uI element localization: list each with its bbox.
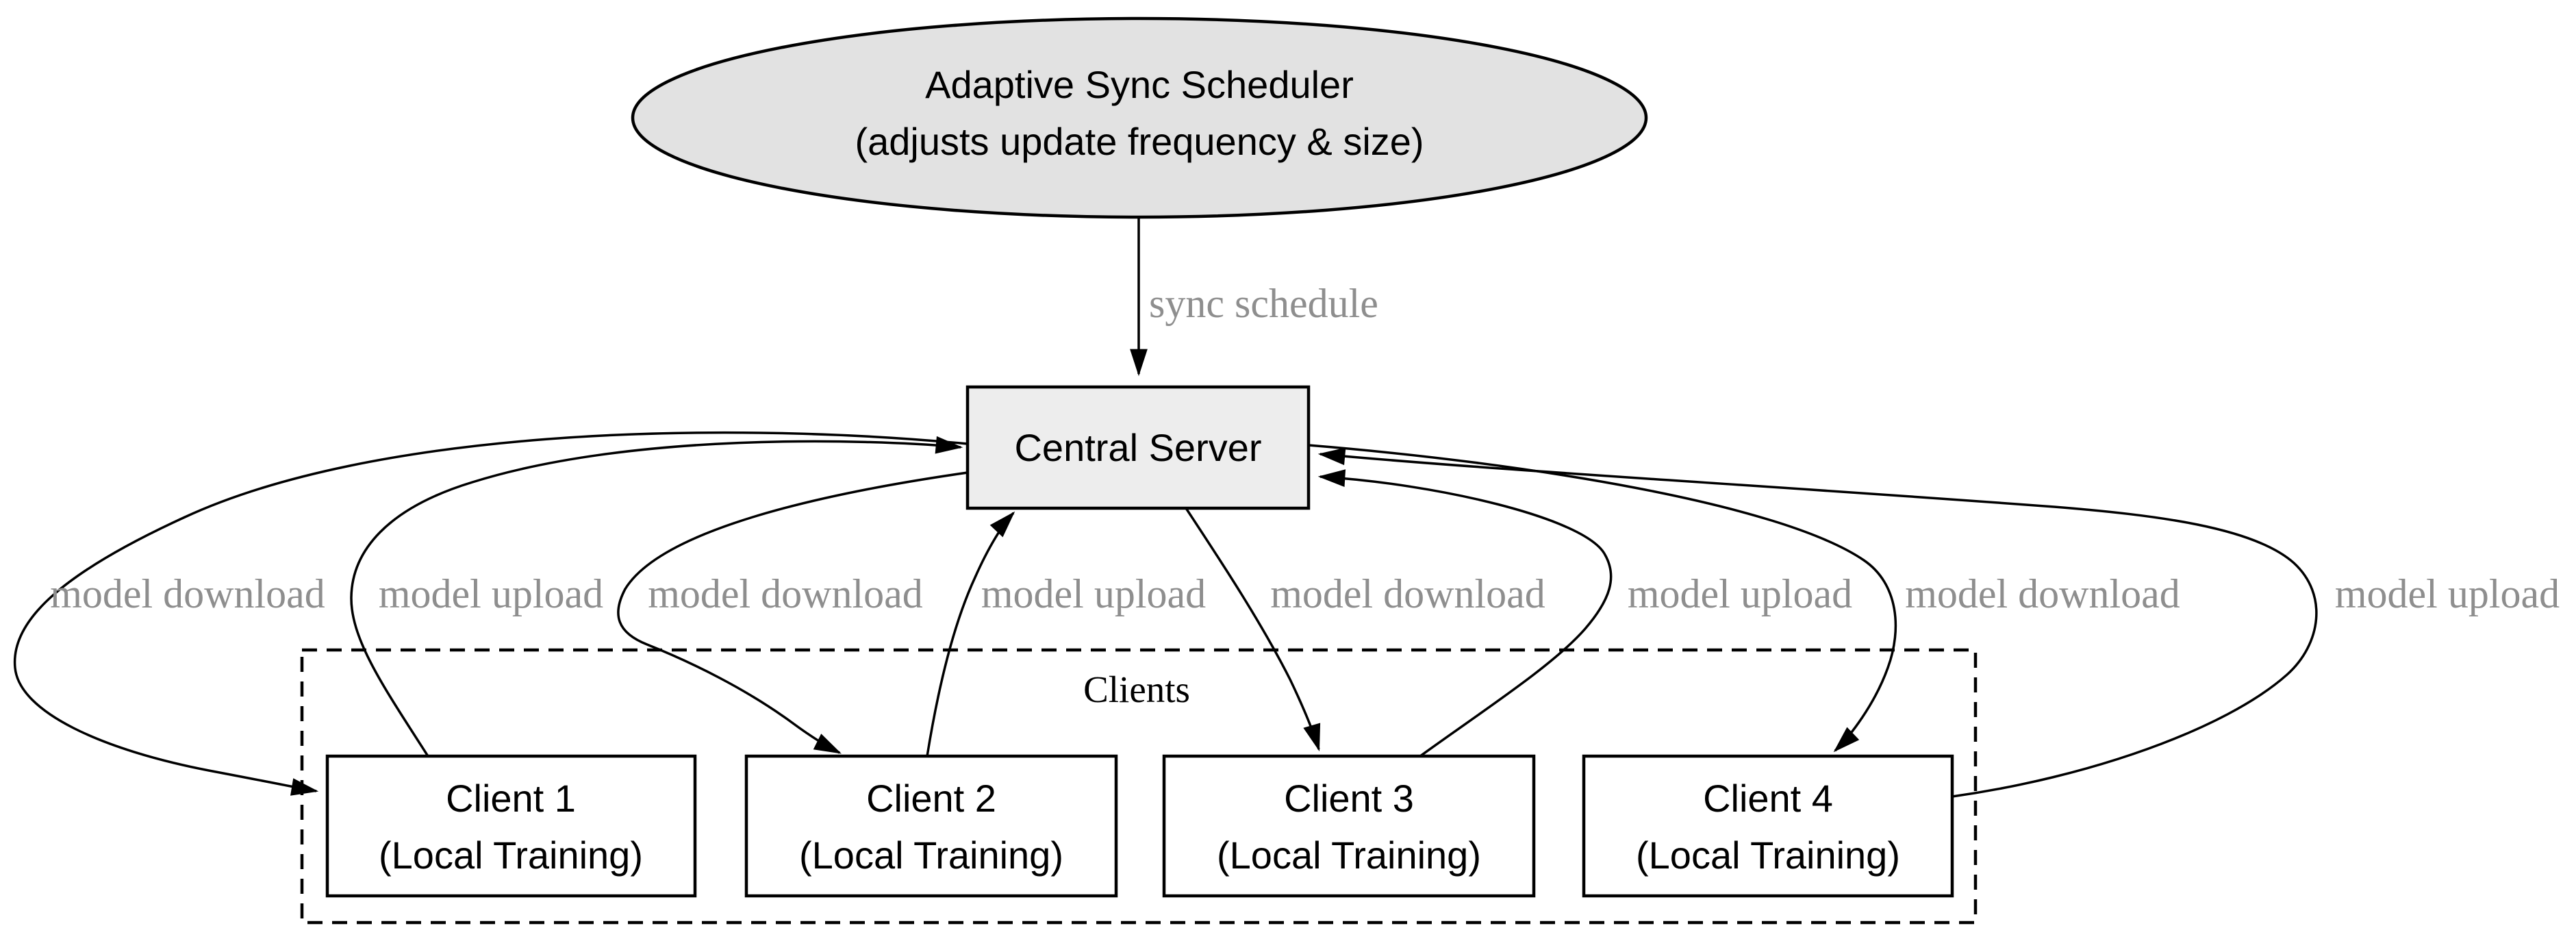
edge-server-to-client4-download <box>1308 444 1897 753</box>
clients-cluster: Clients <box>300 648 1978 925</box>
edge-label-model-upload-2: model upload <box>981 571 1206 616</box>
edge-label-model-download-3: model download <box>1270 571 1545 616</box>
client-2-name: Client 2 <box>866 777 996 820</box>
client-1-box <box>325 754 697 898</box>
edge-client3-to-server-upload <box>1317 469 1613 758</box>
client-4-subtitle: (Local Training) <box>1636 834 1900 877</box>
scheduler-label-line2: (adjusts update frequency & size) <box>855 120 1424 163</box>
edge-client2-to-server-upload <box>926 511 1015 757</box>
client-4-node: Client 4 (Local Training) <box>1582 754 1954 898</box>
client-2-node: Client 2 (Local Training) <box>744 754 1118 898</box>
client-3-name: Client 3 <box>1284 777 1414 820</box>
edge-label-model-download-4: model download <box>1905 571 2180 616</box>
client-1-node: Client 1 (Local Training) <box>325 754 697 898</box>
edge-server-to-client2-download <box>617 471 968 754</box>
client-3-subtitle: (Local Training) <box>1217 834 1481 877</box>
edges-layer <box>13 212 2318 798</box>
edge-client4-to-server-upload <box>1317 447 2318 798</box>
client-1-subtitle: (Local Training) <box>379 834 643 877</box>
client-2-box <box>744 754 1118 898</box>
edge-label-sync-schedule: sync schedule <box>1149 281 1378 326</box>
edge-label-model-download-2: model download <box>648 571 923 616</box>
edge-server-to-client3-download <box>1185 508 1321 752</box>
client-1-name: Client 1 <box>446 777 576 820</box>
scheduler-node: Adaptive Sync Scheduler (adjusts update … <box>631 16 1648 219</box>
client-3-node: Client 3 (Local Training) <box>1162 754 1536 898</box>
scheduler-label-line1: Adaptive Sync Scheduler <box>925 63 1354 106</box>
edge-label-model-upload-3: model upload <box>1628 571 1852 616</box>
edge-label-model-download-1: model download <box>50 571 325 616</box>
clients-cluster-label: Clients <box>1083 668 1190 710</box>
scheduler-ellipse <box>631 16 1648 219</box>
client-2-subtitle: (Local Training) <box>799 834 1063 877</box>
central-server-label: Central Server <box>1014 426 1261 469</box>
edge-label-model-upload-1: model upload <box>379 571 603 616</box>
central-server-node: Central Server <box>965 385 1311 510</box>
client-4-box <box>1582 754 1954 898</box>
edge-label-model-upload-4: model upload <box>2335 571 2560 616</box>
central-server-box <box>965 385 1311 510</box>
clients-cluster-border <box>300 648 1978 925</box>
client-3-box <box>1162 754 1536 898</box>
edge-labels-layer: sync schedule model download model uploa… <box>50 281 2560 616</box>
edge-server-to-client1-download <box>13 431 968 796</box>
client-4-name: Client 4 <box>1703 777 1833 820</box>
edge-client1-to-server-upload <box>350 436 963 757</box>
